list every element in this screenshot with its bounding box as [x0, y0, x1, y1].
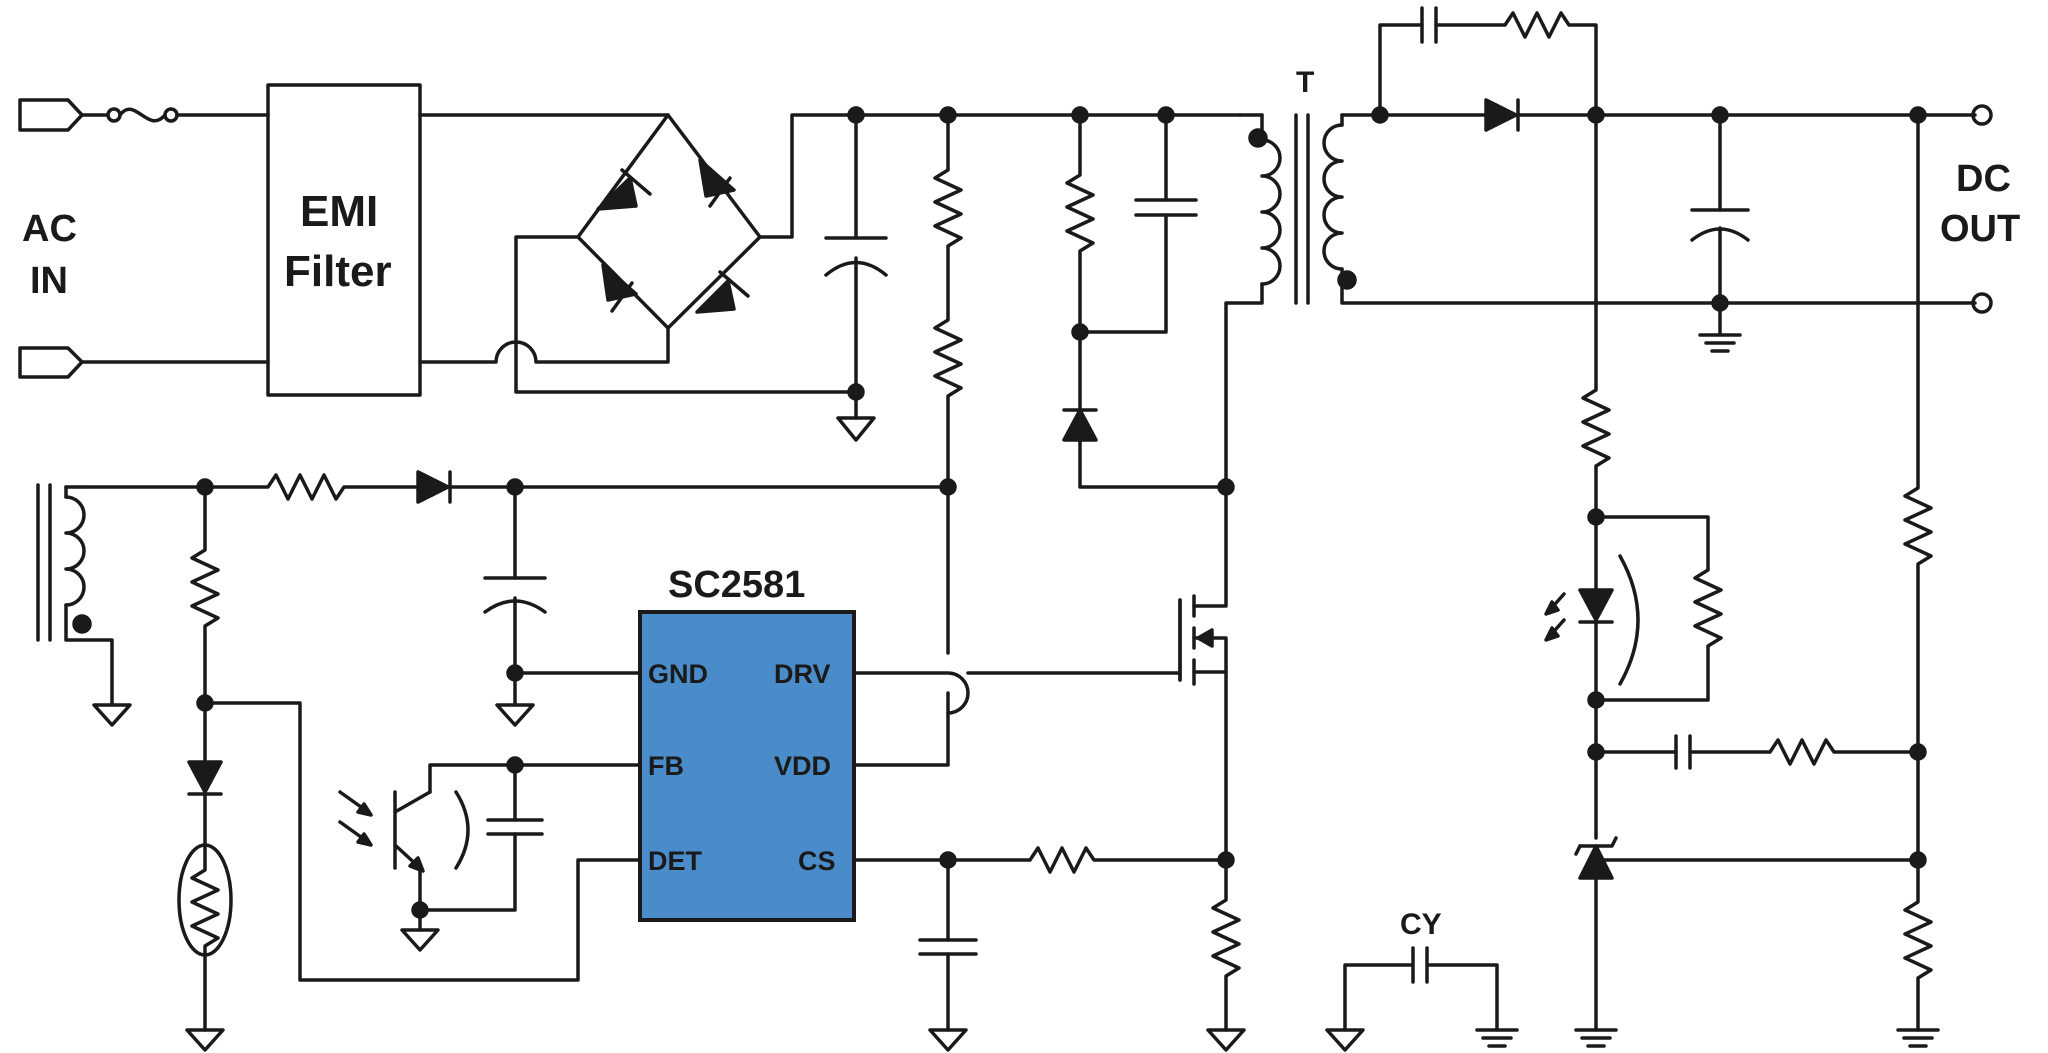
- drv-wire: [852, 671, 970, 715]
- rcd-snubber: [1062, 113, 1228, 489]
- cy-label: CY: [1400, 908, 1442, 941]
- transformer-core: [1294, 113, 1310, 305]
- shunt-regulator: [1574, 750, 1920, 1048]
- pin-fb: FB: [648, 751, 684, 781]
- ac-in-label-1: AC: [22, 208, 77, 250]
- bridge-diode-1: [596, 176, 638, 211]
- compensation-rc: [1594, 734, 1920, 770]
- output-capacitor: [1690, 113, 1750, 353]
- output-divider: [1896, 113, 1940, 1048]
- pin-drv: DRV: [774, 659, 831, 689]
- ic-name: SC2581: [668, 564, 806, 606]
- pin-gnd: GND: [648, 659, 708, 689]
- pin-det: DET: [648, 846, 702, 876]
- emi-filter-label-1: EMI: [300, 187, 379, 236]
- dc-output-terminals: [1971, 104, 1993, 314]
- ac-input-terminal-bottom: [18, 346, 84, 379]
- emi-out-neutral-wire: [418, 326, 670, 364]
- bridge-dc-wire: [758, 113, 1242, 239]
- ac-input-terminal-top: [18, 98, 84, 132]
- transformer-primary: [1224, 113, 1282, 489]
- vdd-supply: [78, 470, 950, 504]
- auxiliary-winding: [36, 483, 132, 727]
- fuse: [80, 107, 270, 123]
- current-sense: [852, 846, 1246, 1052]
- bridge-rectifier: [576, 113, 762, 330]
- fb-capacitor: [418, 763, 544, 912]
- optocoupler-transistor: [338, 763, 642, 952]
- output-diode: [1378, 98, 1977, 132]
- pin-cs: CS: [798, 846, 836, 876]
- secondary-feedback: [1544, 113, 1723, 754]
- diode-rc-snubber: [1378, 6, 1598, 117]
- transformer-secondary: [1322, 113, 1977, 305]
- ac-in-label-2: IN: [30, 260, 68, 302]
- emi-filter-box: [266, 83, 422, 397]
- vdd-capacitor: [483, 485, 642, 727]
- bridge-diode-4: [695, 279, 736, 314]
- emi-filter-label-2: Filter: [284, 247, 392, 296]
- mosfet: [1178, 485, 1228, 862]
- dc-out-label-1: DC: [1956, 158, 2011, 200]
- transformer-label: T: [1296, 66, 1315, 99]
- det-divider: [177, 485, 642, 1052]
- pin-vdd: VDD: [774, 751, 832, 781]
- cy-capacitor: [1325, 946, 1519, 1052]
- startup-resistors: [933, 113, 963, 489]
- dc-out-label-2: OUT: [1940, 208, 2021, 250]
- bridge-ac-wire: [514, 235, 858, 394]
